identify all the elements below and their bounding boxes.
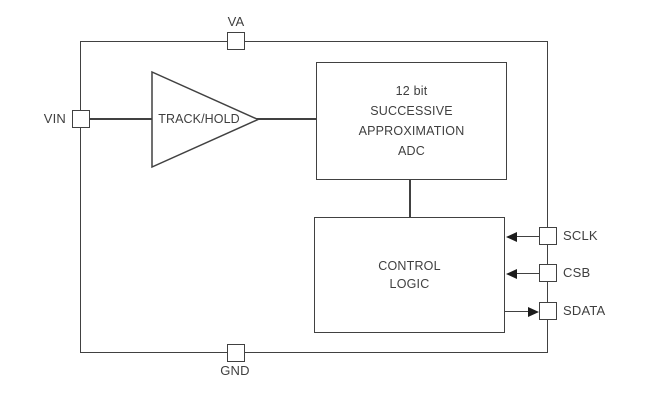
control-logic-label-line: LOGIC [389, 277, 430, 291]
wire-adc-to-control [409, 180, 411, 217]
amplifier-triangle-icon [151, 70, 260, 169]
gnd-pin-label: GND [220, 363, 250, 378]
sdata-output-arrow-icon [528, 306, 539, 317]
vin-pin-label: VIN [43, 111, 66, 126]
csb-pin-label: CSB [563, 265, 591, 280]
sclk-input-arrow-icon [506, 231, 517, 242]
chip-boundary [80, 41, 548, 353]
wire-trackhold-to-adc [256, 118, 316, 120]
pin-gnd [227, 344, 245, 362]
wire-vin-to-trackhold [90, 118, 152, 120]
sclk-pin-label: SCLK [563, 228, 598, 243]
control-logic-block: CONTROL LOGIC [314, 217, 505, 333]
sdata-pin-label: SDATA [563, 303, 606, 318]
sar-adc-block: 12 bit SUCCESSIVE APPROXIMATION ADC [316, 62, 507, 180]
wire-sclk [516, 235, 539, 238]
pin-sclk [539, 227, 557, 245]
adc-label-line: 12 bit [395, 84, 428, 98]
adc-label-line: APPROXIMATION [358, 124, 465, 138]
track-hold-label: TRACK/HOLD [158, 112, 240, 126]
pin-csb [539, 264, 557, 282]
adc-label-line: SUCCESSIVE [370, 104, 453, 118]
csb-input-arrow-icon [506, 268, 517, 279]
track-hold-amplifier [151, 70, 260, 169]
va-pin-label: VA [227, 14, 245, 29]
wire-sdata [505, 310, 529, 313]
pin-sdata [539, 302, 557, 320]
adc-label-line: ADC [398, 144, 425, 158]
wire-csb [516, 272, 539, 275]
control-logic-label-line: CONTROL [378, 259, 441, 273]
pin-vin [72, 110, 90, 128]
pin-va [227, 32, 245, 50]
